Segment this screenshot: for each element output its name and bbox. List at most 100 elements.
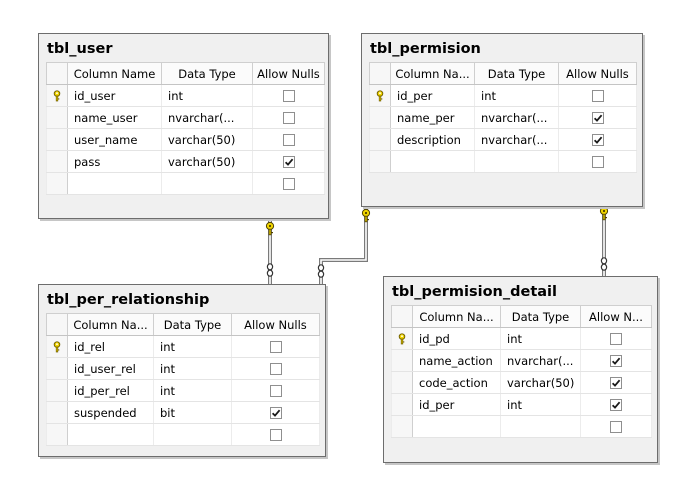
column-name-cell[interactable]: pass <box>67 150 162 173</box>
table-row[interactable] <box>391 415 652 438</box>
allow-nulls-checkbox[interactable] <box>591 156 604 168</box>
data-type-cell[interactable]: nvarchar(... <box>474 106 559 129</box>
row-selector[interactable] <box>391 327 413 350</box>
row-selector[interactable] <box>369 128 391 151</box>
row-selector[interactable] <box>391 393 413 416</box>
allow-nulls-checkbox-checked[interactable] <box>269 407 282 419</box>
header-column-name[interactable]: Column Name <box>67 62 162 85</box>
header-column-name[interactable]: Column Na... <box>412 305 501 328</box>
data-type-cell[interactable] <box>474 150 559 173</box>
data-type-cell[interactable]: nvarchar(... <box>474 128 559 151</box>
column-name-cell[interactable]: code_action <box>412 371 501 394</box>
data-type-cell[interactable]: int <box>500 393 581 416</box>
data-type-cell[interactable]: int <box>153 335 232 358</box>
table-row[interactable] <box>369 150 637 173</box>
table-row[interactable] <box>46 172 325 195</box>
column-name-cell[interactable]: id_pd <box>412 327 501 350</box>
column-name-cell[interactable]: id_user <box>67 84 162 107</box>
allow-nulls-checkbox[interactable] <box>269 341 282 353</box>
data-type-cell[interactable] <box>500 415 581 438</box>
row-selector[interactable] <box>391 371 413 394</box>
header-data-type[interactable]: Data Type <box>500 305 581 328</box>
row-selector[interactable] <box>391 349 413 372</box>
data-type-cell[interactable]: int <box>153 357 232 380</box>
column-name-cell[interactable]: id_user_rel <box>67 357 154 380</box>
allow-nulls-checkbox-checked[interactable] <box>610 399 622 411</box>
column-name-cell[interactable] <box>67 423 154 446</box>
header-allow-nulls[interactable]: Allow Nulls <box>252 62 325 85</box>
row-selector[interactable] <box>46 128 68 151</box>
row-selector[interactable] <box>46 357 68 380</box>
allow-nulls-checkbox-checked[interactable] <box>591 134 604 146</box>
row-selector[interactable] <box>46 401 68 424</box>
header-data-type[interactable]: Data Type <box>161 62 253 85</box>
header-allow-nulls[interactable]: Allow Nulls <box>558 62 637 85</box>
column-name-cell[interactable]: id_per <box>390 84 475 107</box>
header-column-name[interactable]: Column Na... <box>67 313 154 336</box>
allow-nulls-checkbox[interactable] <box>282 134 295 146</box>
allow-nulls-checkbox-checked[interactable] <box>591 112 604 124</box>
allow-nulls-checkbox[interactable] <box>610 333 622 345</box>
column-name-cell[interactable]: suspended <box>67 401 154 424</box>
data-type-cell[interactable]: bit <box>153 401 232 424</box>
allow-nulls-checkbox-checked[interactable] <box>282 156 295 168</box>
data-type-cell[interactable] <box>161 172 253 195</box>
column-name-cell[interactable]: name_per <box>390 106 475 129</box>
column-name-cell[interactable] <box>412 415 501 438</box>
header-data-type[interactable]: Data Type <box>153 313 232 336</box>
column-name-cell[interactable]: user_name <box>67 128 162 151</box>
column-name-cell[interactable]: name_user <box>67 106 162 129</box>
data-type-cell[interactable] <box>153 423 232 446</box>
allow-nulls-checkbox[interactable] <box>269 363 282 375</box>
data-type-cell[interactable]: int <box>161 84 253 107</box>
allow-nulls-checkbox[interactable] <box>282 178 295 190</box>
allow-nulls-checkbox[interactable] <box>282 90 295 102</box>
row-selector[interactable] <box>369 84 391 107</box>
data-type-cell[interactable]: nvarchar(... <box>500 349 581 372</box>
row-selector[interactable] <box>391 415 413 438</box>
allow-nulls-checkbox[interactable] <box>610 421 622 433</box>
header-allow-nulls[interactable]: Allow Nulls <box>231 313 320 336</box>
table-row[interactable] <box>46 423 320 446</box>
row-selector[interactable] <box>46 335 68 358</box>
row-selector[interactable] <box>46 150 68 173</box>
allow-nulls-checkbox[interactable] <box>282 112 295 124</box>
data-type-cell[interactable]: int <box>500 327 581 350</box>
data-type-cell[interactable]: varchar(50) <box>161 150 253 173</box>
data-type-cell[interactable]: varchar(50) <box>161 128 253 151</box>
data-type-cell[interactable]: nvarchar(... <box>161 106 253 129</box>
column-name-cell[interactable]: description <box>390 128 475 151</box>
allow-nulls-checkbox-checked[interactable] <box>610 355 622 367</box>
column-name-cell[interactable]: id_rel <box>67 335 154 358</box>
row-selector[interactable] <box>369 150 391 173</box>
column-name-cell[interactable]: id_per_rel <box>67 379 154 402</box>
header-column-name[interactable]: Column Na... <box>390 62 475 85</box>
header-allow-nulls[interactable]: Allow N... <box>580 305 652 328</box>
row-selector[interactable] <box>46 423 68 446</box>
allow-nulls-checkbox[interactable] <box>591 90 604 102</box>
row-selector[interactable] <box>46 106 68 129</box>
row-selector[interactable] <box>46 172 68 195</box>
column-name-cell[interactable] <box>67 172 162 195</box>
allow-nulls-checkbox[interactable] <box>269 385 282 397</box>
column-name-cell[interactable] <box>390 150 475 173</box>
data-type-cell[interactable]: int <box>474 84 559 107</box>
